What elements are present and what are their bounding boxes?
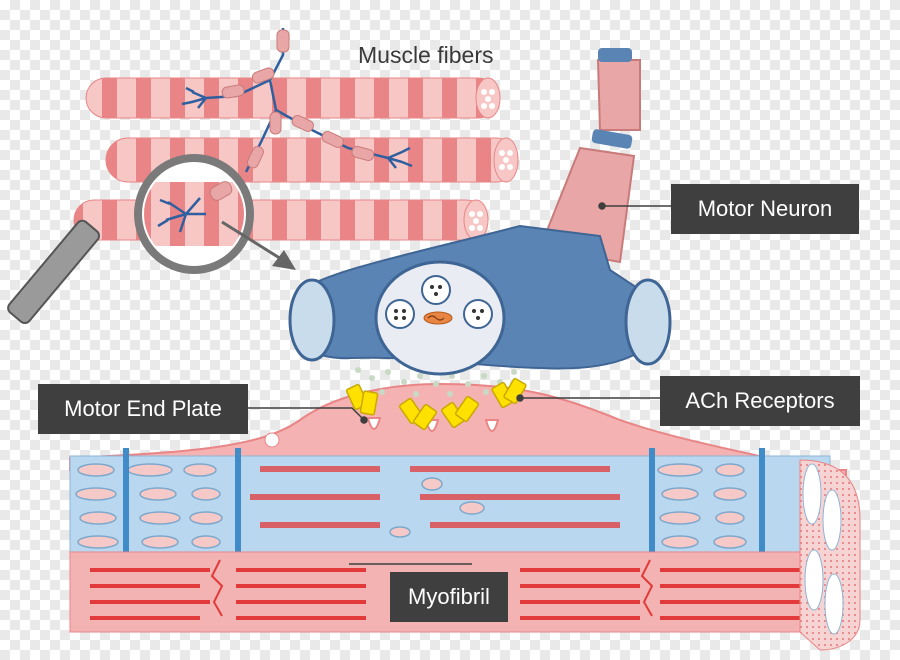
diagram-title: Muscle fibers	[358, 42, 494, 68]
vesicle-icon	[385, 275, 493, 329]
acetylcholine-molecules	[355, 367, 517, 397]
muscle-fiber-1	[85, 77, 501, 119]
leader-lines	[248, 202, 671, 565]
magnifier-icon	[7, 154, 254, 324]
label-motor-end-plate: Motor End Plate	[38, 384, 248, 434]
ach-receptors	[345, 377, 527, 430]
motor-neuron	[288, 48, 672, 376]
myelin-segments	[221, 29, 375, 169]
label-motor-neuron: Motor Neuron	[671, 184, 859, 234]
label-ach-receptors: ACh Receptors	[660, 376, 860, 426]
arrow-icon	[221, 220, 296, 270]
mitochondrion-icon	[423, 311, 453, 325]
label-myofibril: Myofibril	[390, 572, 508, 622]
